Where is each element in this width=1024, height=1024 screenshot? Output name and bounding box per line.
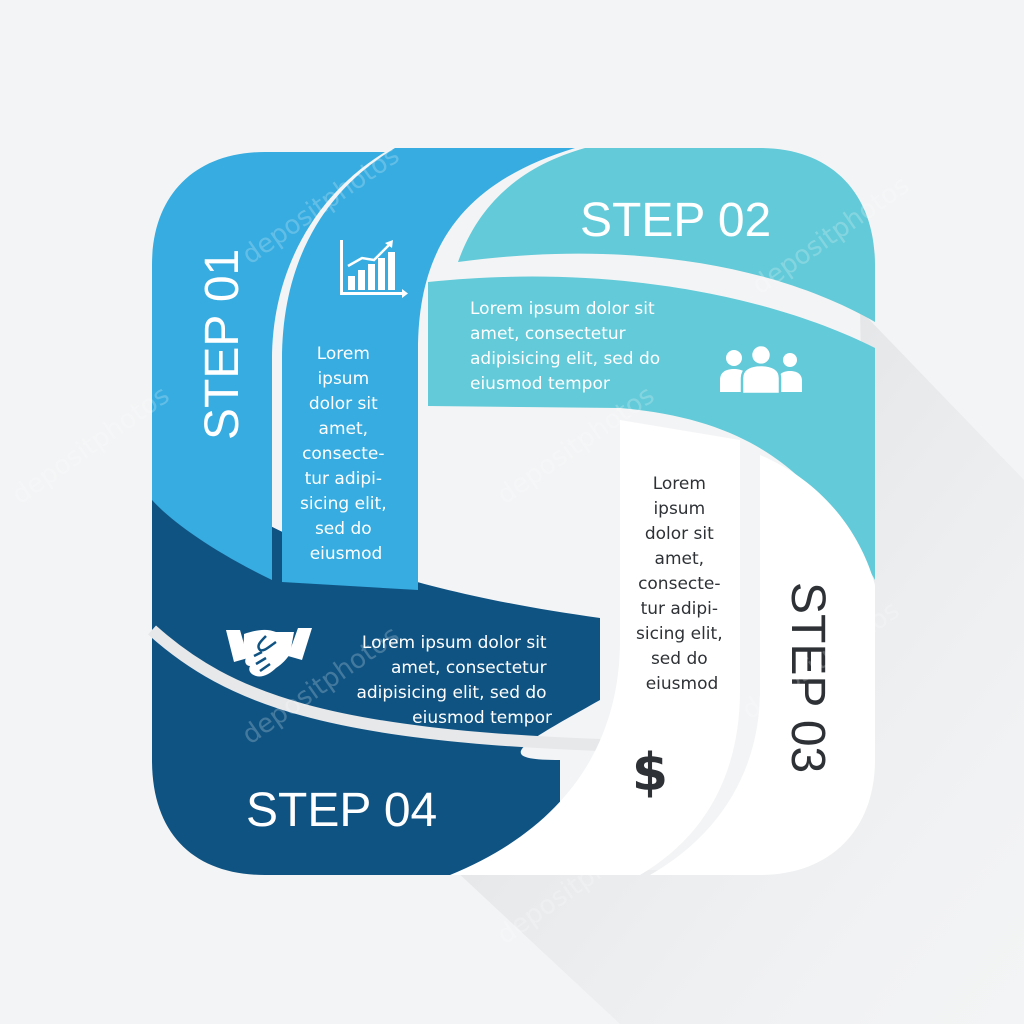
step-04-description: Lorem ipsum dolor sit amet, consectetur … <box>356 633 552 728</box>
watermark: depositphotos <box>7 380 175 510</box>
step-03-title: STEP 03 <box>781 582 834 773</box>
step-01-description: Lorem ipsum dolor sit amet, consecte- tu… <box>300 344 392 564</box>
step-03-outer-strip <box>650 455 875 875</box>
step-01-inner-strip <box>282 148 575 590</box>
step-01-title: STEP 01 <box>196 249 249 440</box>
step-03-description: Lorem ipsum dolor sit amet, consecte- tu… <box>636 474 728 694</box>
bar-chart-icon <box>340 240 408 298</box>
step-02-title: STEP 02 <box>580 194 771 247</box>
step-03-inner-strip <box>450 420 740 875</box>
step-04-separator <box>147 625 601 751</box>
dollar-sign-icon: $ <box>632 743 668 803</box>
step-04-title: STEP 04 <box>246 784 437 837</box>
step-02-outer-strip <box>458 148 875 322</box>
step-01-outer-strip <box>152 152 385 580</box>
people-group-icon <box>720 343 802 396</box>
long-shadow <box>455 310 1024 1024</box>
step-02-description: Lorem ipsum dolor sit amet, consectetur … <box>470 299 666 394</box>
handshake-icon <box>226 628 312 677</box>
